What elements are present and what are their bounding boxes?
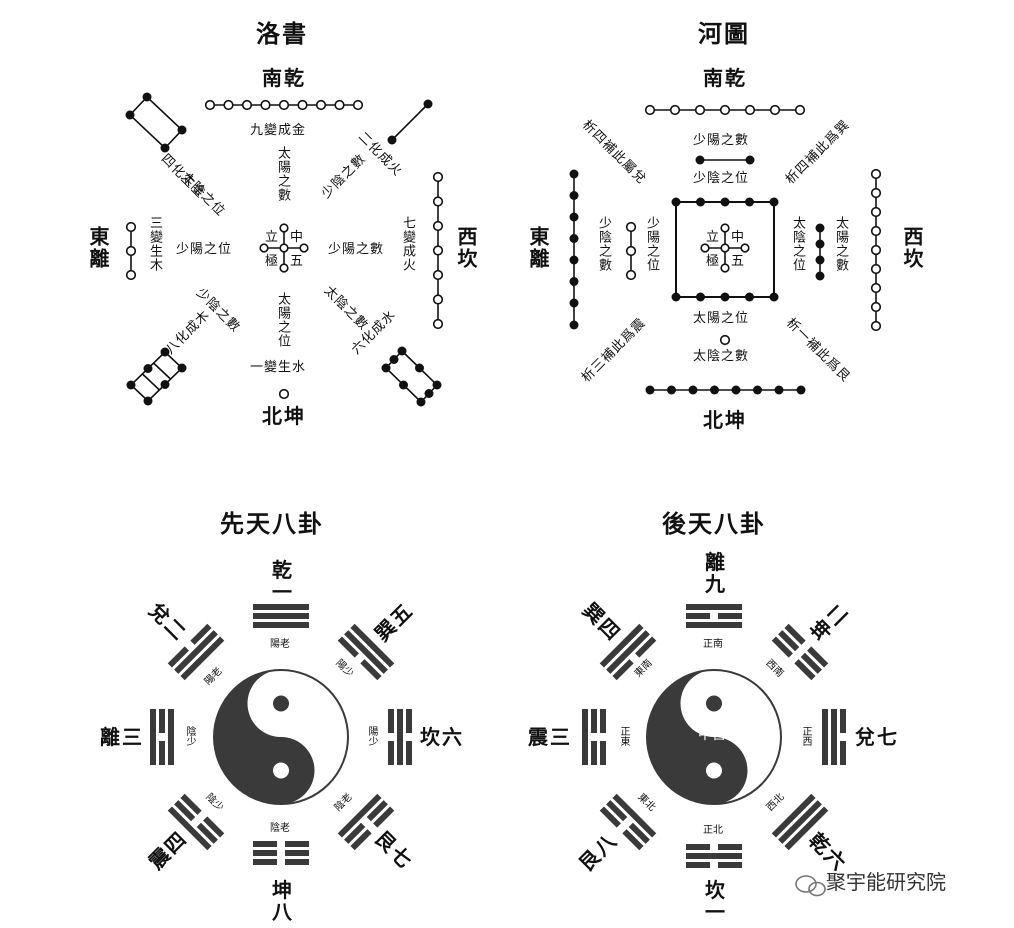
trigram-kan bbox=[686, 844, 742, 868]
wechat-icon bbox=[795, 875, 826, 897]
xiantian-inner-s: 陰老 bbox=[270, 823, 290, 834]
hetu-north: 北坤 bbox=[703, 408, 747, 432]
luoshu-taiyang-pos: 太陽之位 bbox=[275, 292, 290, 348]
houtian-top-name: 離 bbox=[705, 550, 727, 574]
houtian-center: 中宮 bbox=[698, 727, 726, 743]
trigram-kun bbox=[253, 841, 309, 865]
hetu-center-zhong: 中 bbox=[731, 230, 746, 245]
luoshu-seven: 七變成火 bbox=[400, 216, 415, 272]
trigram-dui bbox=[822, 709, 846, 765]
xiantian-inner-e: 陽少 bbox=[366, 726, 377, 746]
xiantian-top-name: 乾 bbox=[272, 558, 294, 582]
luoshu-center-wu: 五 bbox=[290, 254, 305, 269]
hetu-taiyin-pos-r: 太陰之位 bbox=[790, 216, 805, 272]
luoshu-taiyang-num: 太陽之數 bbox=[275, 146, 290, 202]
xiantian-yinyang bbox=[213, 669, 349, 805]
trigram-gen bbox=[337, 793, 395, 851]
trigram-li bbox=[150, 709, 174, 765]
luoshu-east: 東離 bbox=[86, 226, 110, 270]
hetu-center-li: 立 bbox=[706, 230, 721, 245]
houtian-title: 後天八卦 bbox=[662, 509, 766, 538]
xiantian-bottom-name: 坤 bbox=[272, 878, 294, 902]
xiantian-inner-w: 陰少 bbox=[184, 726, 195, 746]
luoshu-one: 一變生水 bbox=[250, 360, 307, 375]
xiantian-top-num: 一 bbox=[272, 580, 294, 604]
trigram-gen bbox=[599, 793, 657, 851]
hetu-west: 西坎 bbox=[900, 226, 924, 270]
trigram-zhen bbox=[167, 793, 225, 851]
houtian-yinyang bbox=[646, 669, 782, 805]
luoshu-three: 三變生木 bbox=[147, 216, 162, 272]
hetu-shaoyang-num: 少陽之數 bbox=[693, 133, 750, 148]
houtian-inner-e: 正西 bbox=[800, 726, 811, 746]
luoshu-south: 南乾 bbox=[262, 66, 306, 90]
luoshu-shaoyang-num: 少陽之數 bbox=[328, 242, 385, 257]
luoshu-center-ji: 極 bbox=[265, 254, 280, 269]
xiantian-trigrams bbox=[150, 604, 412, 865]
xiantian-inner-n: 陽老 bbox=[270, 639, 290, 650]
trigram-zhen bbox=[582, 709, 606, 765]
hetu-shaoyin-pos: 少陰之位 bbox=[693, 171, 750, 186]
trigram-kan bbox=[388, 709, 412, 765]
hetu-dots bbox=[569, 104, 882, 395]
houtian-east: 兌七 bbox=[855, 725, 899, 749]
houtian-inner-w: 正東 bbox=[618, 726, 629, 746]
watermark: 聚宇能研究院 bbox=[826, 870, 946, 894]
trigram-xun bbox=[337, 623, 395, 681]
hetu-taiyang-num-r: 太陽之數 bbox=[833, 216, 848, 272]
luoshu-center-li: 立 bbox=[265, 230, 280, 245]
houtian-inner-s: 正北 bbox=[703, 825, 723, 836]
hetu-center-wu: 五 bbox=[731, 254, 746, 269]
xiantian-east: 坎六 bbox=[420, 725, 464, 749]
luoshu-north: 北坤 bbox=[262, 404, 306, 428]
trigram-qian bbox=[771, 793, 829, 851]
trigram-dui bbox=[167, 623, 225, 681]
xiantian-west: 離三 bbox=[100, 725, 144, 749]
hetu-taiyin-num: 太陰之數 bbox=[693, 349, 750, 364]
luoshu-dots bbox=[125, 92, 444, 407]
houtian-bottom-num: 一 bbox=[705, 900, 727, 924]
xiantian-bottom-num: 八 bbox=[272, 900, 294, 924]
hetu-taiyang-pos: 太陽之位 bbox=[693, 311, 750, 326]
luoshu-nine: 九變成金 bbox=[250, 123, 307, 138]
houtian-top-num: 九 bbox=[705, 572, 727, 596]
trigram-xun bbox=[599, 623, 657, 681]
hetu-east: 東離 bbox=[526, 226, 550, 270]
xiantian-title: 先天八卦 bbox=[220, 509, 324, 538]
luoshu-title: 洛書 bbox=[256, 19, 308, 48]
trigram-qian bbox=[253, 604, 309, 628]
houtian-inner-n: 正南 bbox=[703, 639, 723, 650]
luoshu-center-zhong: 中 bbox=[290, 230, 305, 245]
trigram-kun bbox=[771, 623, 829, 681]
luoshu-shaoyang-pos: 少陽之位 bbox=[176, 242, 233, 257]
houtian-west: 震三 bbox=[528, 725, 572, 749]
hetu-center-ji: 極 bbox=[706, 254, 721, 269]
hetu-shaoyang-pos-l: 少陽之位 bbox=[644, 216, 659, 272]
trigram-li bbox=[686, 604, 742, 628]
hetu-title: 河圖 bbox=[698, 19, 750, 48]
hetu-shaoyin-num-l: 少陰之數 bbox=[596, 216, 611, 272]
luoshu-west: 西坎 bbox=[454, 226, 478, 270]
houtian-trigrams bbox=[582, 604, 846, 868]
hetu-south: 南乾 bbox=[703, 66, 747, 90]
houtian-bottom-name: 坎 bbox=[705, 878, 727, 902]
